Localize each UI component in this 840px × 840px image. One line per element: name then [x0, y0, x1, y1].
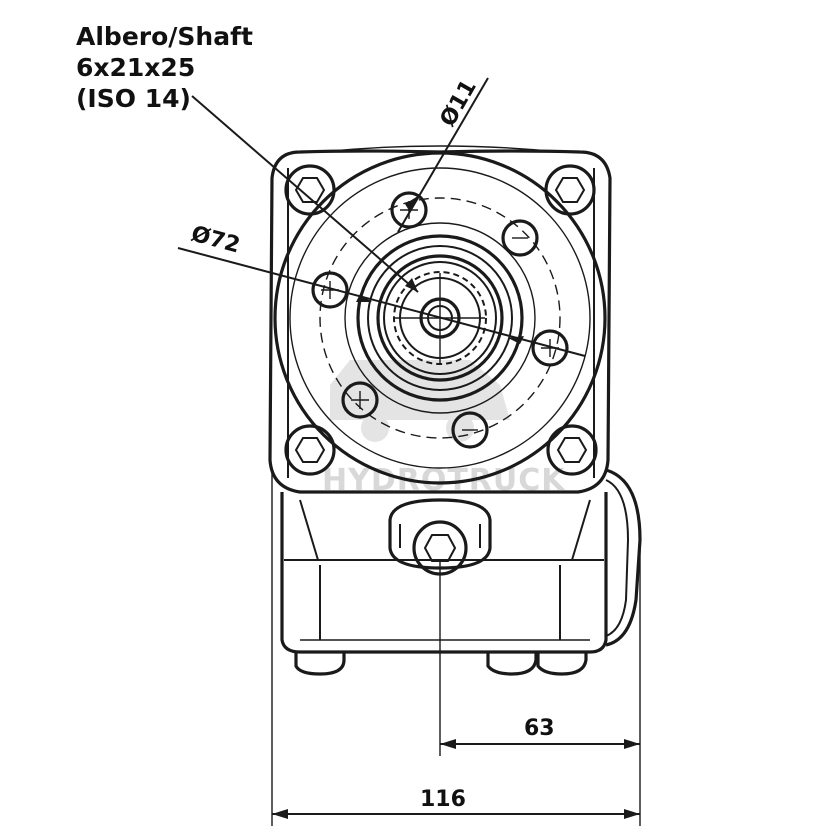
shaft-label-line3: (ISO 14) — [76, 84, 191, 113]
extension-lines — [271, 470, 641, 826]
offset-width-label: 63 — [524, 716, 555, 741]
pilot-dimension — [177, 247, 586, 357]
bolt-hole-dimension — [397, 77, 489, 233]
overall-width-label: 116 — [420, 787, 466, 812]
mounting-hole-5 — [341, 381, 379, 419]
corner-bolt-bottom-left — [284, 424, 336, 476]
bolt-hole-diameter-label: Ø11 — [436, 76, 482, 131]
shaft-label-line2: 6x21x25 — [76, 53, 195, 82]
corner-bolt-top-left — [284, 164, 336, 216]
mounting-hole-4 — [531, 329, 569, 367]
dimension-63 — [440, 739, 640, 749]
dimension-116 — [272, 809, 640, 819]
corner-bolt-top-right — [544, 164, 596, 216]
flange-body — [268, 145, 612, 494]
corner-bolt-bottom-right — [546, 424, 598, 476]
shaft-label-line1: Albero/Shaft — [76, 22, 253, 51]
mounting-hole-3 — [311, 271, 349, 309]
mounting-hole-2 — [501, 219, 539, 257]
mounting-hole-6 — [451, 411, 489, 449]
shaft-leader — [191, 95, 419, 293]
lower-housing — [280, 468, 642, 676]
